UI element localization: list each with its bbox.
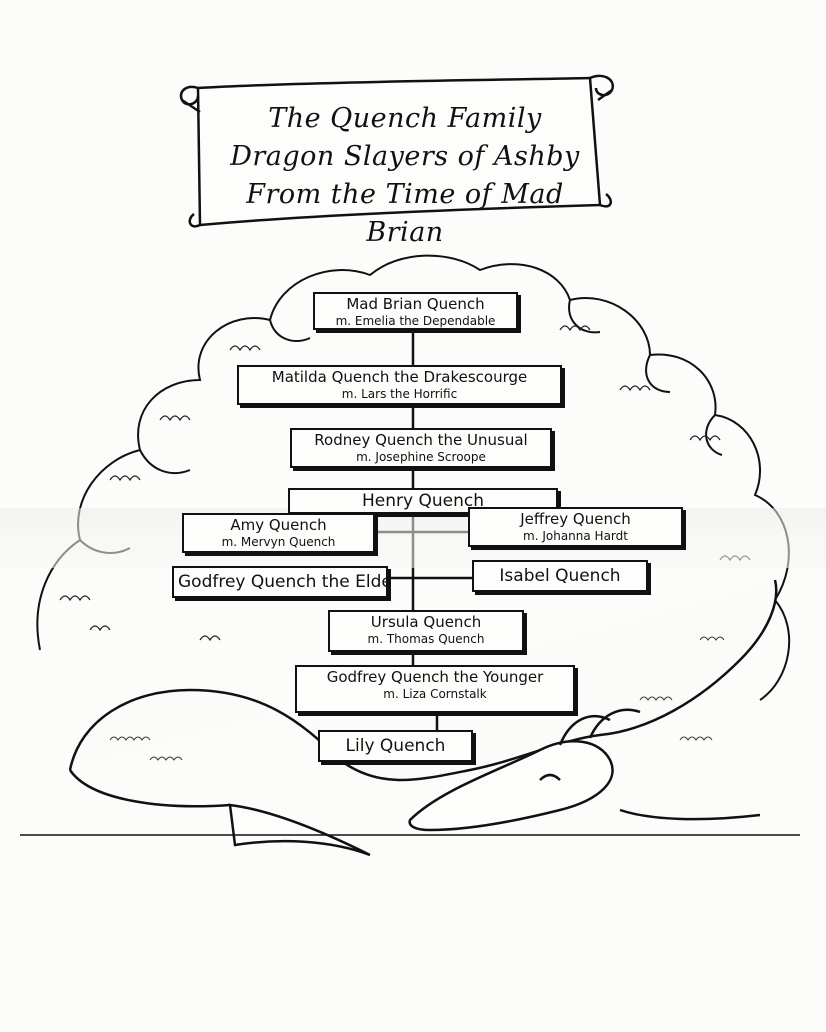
person-name: Ursula Quench: [370, 613, 482, 631]
person-lily: Lily Quench: [318, 730, 473, 762]
person-name: Lily Quench: [345, 736, 446, 756]
banner-line-1: The Quench Family: [268, 103, 542, 134]
person-isabel: Isabel Quench: [472, 560, 648, 592]
person-name: Mad Brian Quench: [346, 295, 485, 313]
person-rodney: Rodney Quench the Unusual m. Josephine S…: [290, 428, 552, 468]
person-name: Jeffrey Quench: [520, 510, 631, 528]
person-name: Godfrey Quench the Younger: [326, 668, 544, 686]
banner-title: The Quench Family Dragon Slayers of Ashb…: [215, 100, 595, 252]
person-spouse: m. Thomas Quench: [367, 632, 485, 646]
person-spouse: m. Johanna Hardt: [523, 529, 628, 543]
banner-line-3: From the Time of Mad Brian: [246, 179, 564, 248]
person-spouse: m. Liza Cornstalk: [383, 687, 487, 701]
banner-line-2: Dragon Slayers of Ashby: [230, 141, 580, 172]
person-amy: Amy Quench m. Mervyn Quench: [182, 513, 375, 553]
person-name: Matilda Quench the Drakescourge: [271, 368, 528, 386]
person-spouse: m. Josephine Scroope: [356, 450, 486, 464]
person-jeffrey: Jeffrey Quench m. Johanna Hardt: [468, 507, 683, 547]
person-godfrey-elder: Godfrey Quench the Elder: [172, 566, 388, 598]
title-banner-scroll: [179, 74, 615, 228]
person-name: Isabel Quench: [499, 566, 621, 586]
dragon-scales: [109, 636, 725, 761]
person-name: Godfrey Quench the Elder: [178, 572, 388, 592]
person-godfrey-younger: Godfrey Quench the Younger m. Liza Corns…: [295, 665, 575, 713]
person-mad-brian: Mad Brian Quench m. Emelia the Dependabl…: [313, 292, 518, 330]
person-spouse: m. Lars the Horrific: [341, 387, 458, 401]
person-spouse: m. Mervyn Quench: [221, 535, 336, 549]
person-spouse: m. Emelia the Dependable: [335, 314, 496, 328]
person-name: Henry Quench: [362, 491, 484, 511]
person-name: Amy Quench: [230, 516, 327, 534]
person-ursula: Ursula Quench m. Thomas Quench: [328, 610, 524, 652]
person-name: Rodney Quench the Unusual: [314, 431, 528, 449]
person-matilda: Matilda Quench the Drakescourge m. Lars …: [237, 365, 562, 405]
